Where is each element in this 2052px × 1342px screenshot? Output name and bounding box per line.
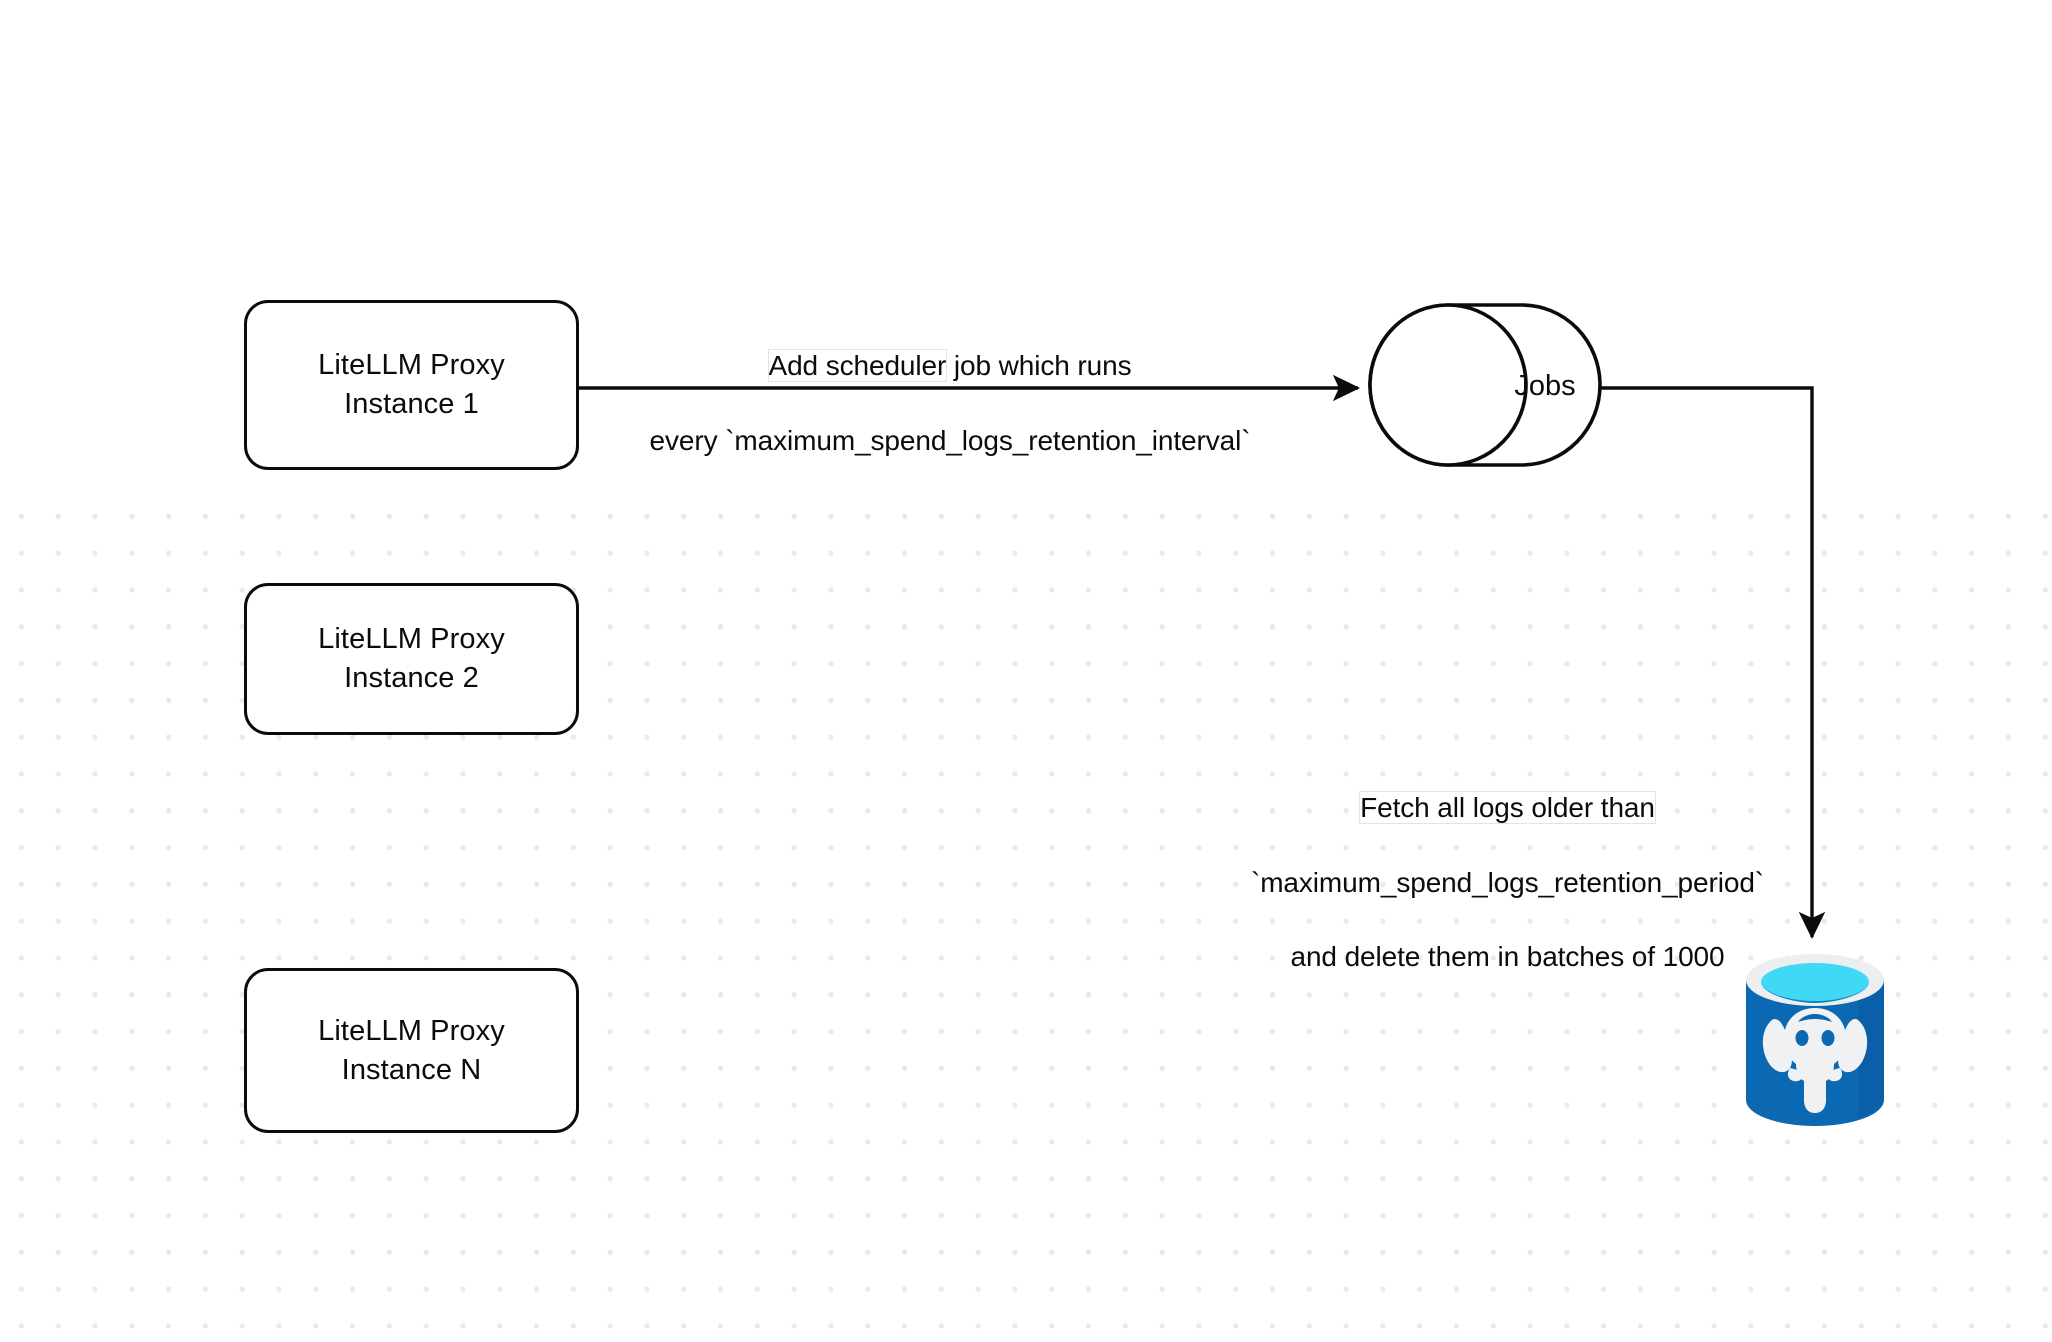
postgres-database-icon — [1746, 954, 1884, 1126]
jobs-cylinder-shape — [1368, 303, 1602, 467]
litellm-proxy-instance-n-node[interactable]: LiteLLM Proxy Instance N — [244, 968, 579, 1133]
edge-label-add-scheduler-job: Add scheduler job which runs every `maxi… — [600, 310, 1300, 459]
edge-label-1-line-1-rest: job which runs — [946, 350, 1132, 382]
edge-label-2-line-3: and delete them in batches of 1000 — [1290, 941, 1725, 973]
edge-label-fetch-delete-logs: Fetch all logs older than `maximum_spend… — [1225, 752, 1790, 975]
connector-jobs-to-postgres — [1600, 386, 1826, 940]
edge-label-2-line-2: `maximum_spend_logs_retention_period` — [1250, 866, 1765, 898]
edge-label-1-line-2: every `maximum_spend_logs_retention_inte… — [649, 424, 1251, 456]
edge-label-1-line-1: Add scheduler — [767, 349, 948, 383]
litellm-proxy-instance-2-label: LiteLLM Proxy Instance 2 — [318, 623, 505, 694]
litellm-proxy-instance-2-node[interactable]: LiteLLM Proxy Instance 2 — [244, 583, 579, 735]
litellm-proxy-instance-1-label: LiteLLM Proxy Instance 1 — [318, 349, 505, 420]
litellm-proxy-instance-n-label: LiteLLM Proxy Instance N — [318, 1014, 505, 1086]
postgres-elephant-eyes — [1795, 1014, 1835, 1046]
edge-label-2-line-1: Fetch all logs older than — [1359, 791, 1656, 825]
jobs-cylinder-label: Jobs — [1514, 370, 1576, 402]
litellm-proxy-instance-1-node[interactable]: LiteLLM Proxy Instance 1 — [244, 300, 579, 470]
